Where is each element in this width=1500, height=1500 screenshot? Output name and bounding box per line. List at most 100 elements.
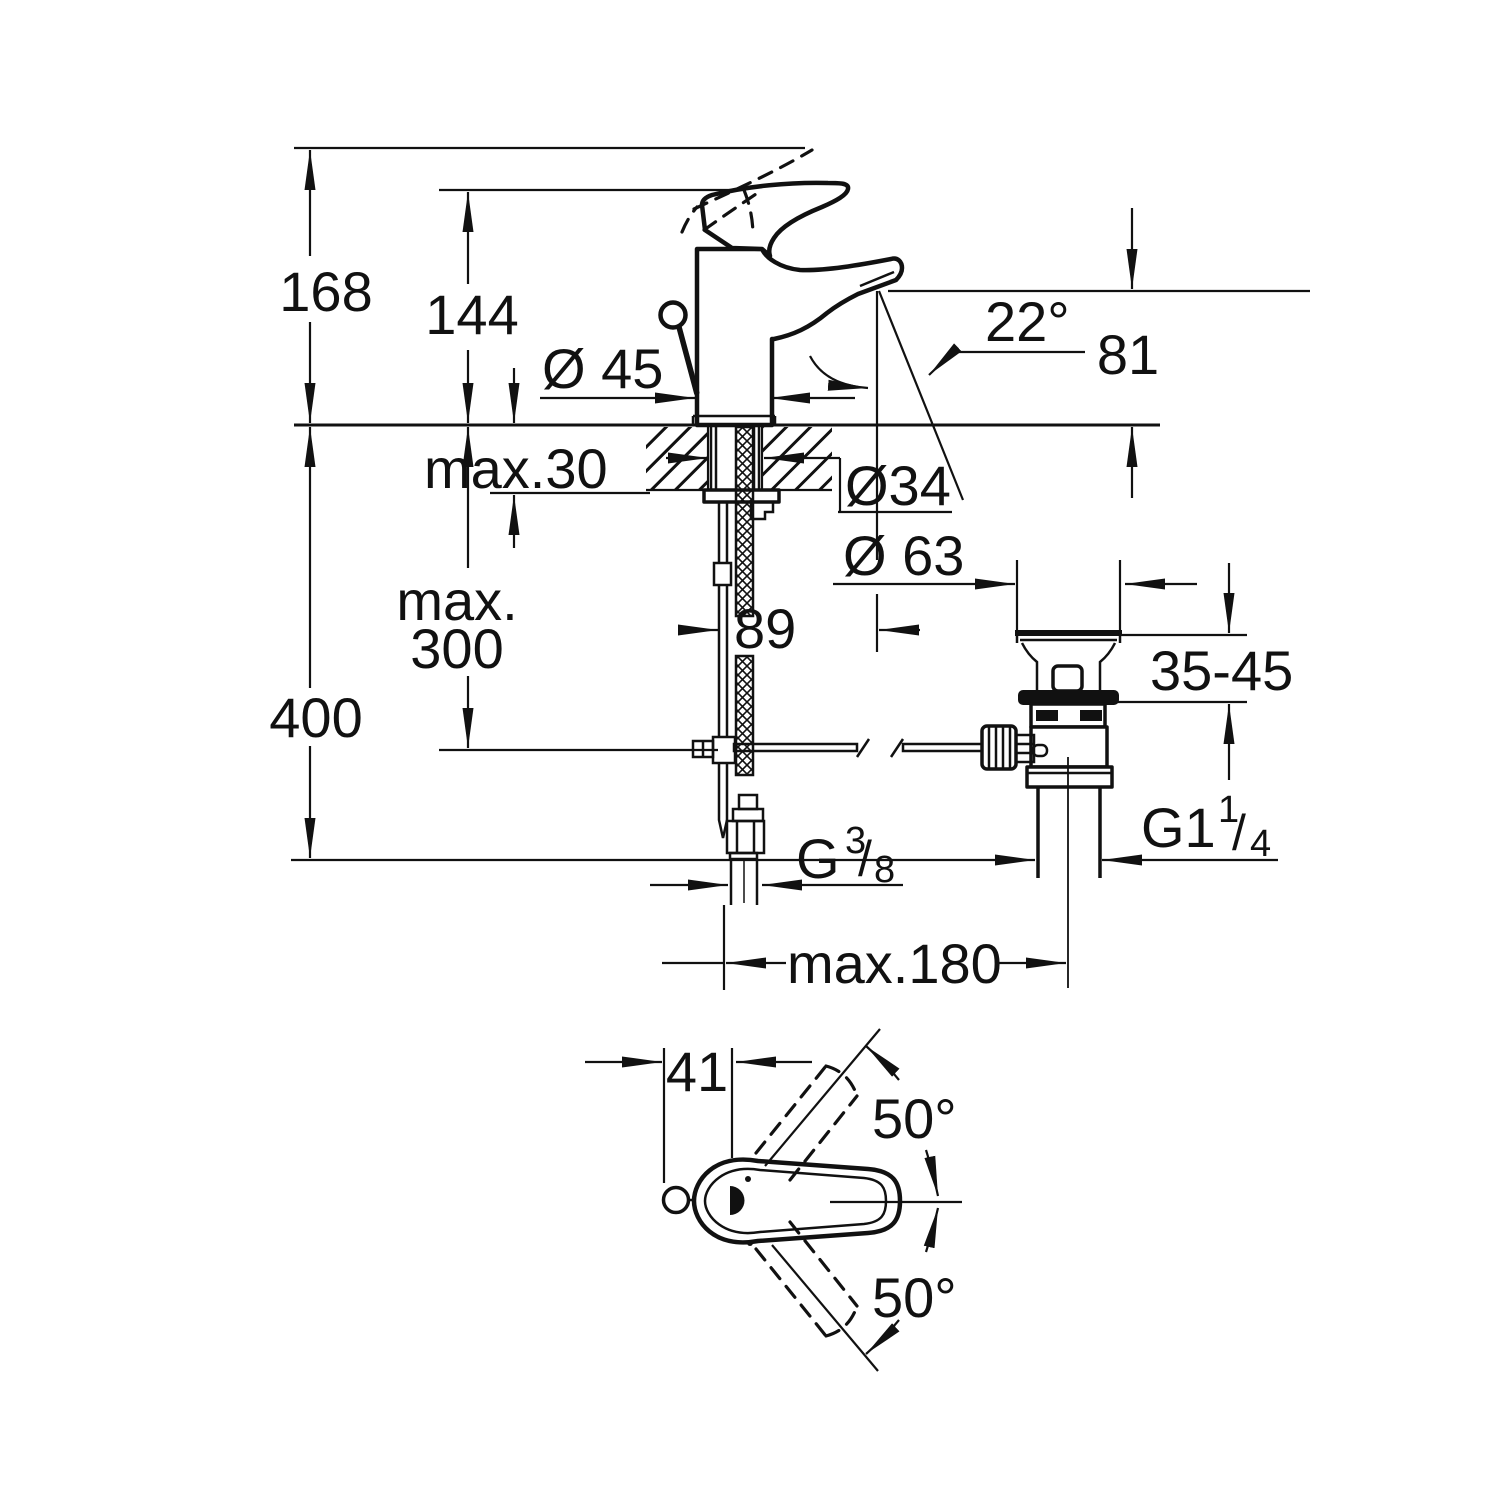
mounting-nut <box>749 500 775 521</box>
pull-rod-upper <box>676 326 700 395</box>
dim-400: 400 <box>269 427 363 858</box>
label-g38-slash: / <box>858 831 872 887</box>
dim-max300: max. 300 <box>396 427 518 748</box>
pull-rod-knob <box>658 300 688 330</box>
swing-up-leg <box>764 1028 881 1167</box>
label-g38-sub: 8 <box>874 849 895 891</box>
label-max: max. <box>396 569 517 632</box>
dim-144: 144 <box>425 192 519 423</box>
seal-flange <box>1018 690 1119 705</box>
label-50deg-up: 50° <box>872 1087 957 1150</box>
rod-break-mark-2 <box>889 738 905 758</box>
label-35-45: 35-45 <box>1150 639 1293 702</box>
waste-collar <box>1025 765 1114 789</box>
hose-connector <box>725 793 766 861</box>
plug-stem <box>1051 664 1084 693</box>
waste-body <box>1029 725 1109 769</box>
dim-35-45: 35-45 <box>1117 563 1293 780</box>
swing-down-edge-2 <box>788 1220 859 1308</box>
label-max180: max.180 <box>787 932 1002 995</box>
label-d63: Ø 63 <box>843 524 964 587</box>
faucet-handle-outline <box>699 180 851 259</box>
aerator-face-line <box>859 270 895 288</box>
hose-lower <box>734 654 755 777</box>
overflow-slot-right <box>1080 710 1102 721</box>
handle-inner-outline <box>703 1167 888 1235</box>
hose-upper <box>734 425 755 618</box>
detail-dot-top <box>745 1176 751 1182</box>
overflow-slot-left <box>1036 710 1058 721</box>
dim-g38: G 3 / 8 <box>650 820 903 891</box>
arc-up-outer <box>865 1045 900 1081</box>
side-view: 168 144 400 max. 300 max.30 <box>269 146 1310 995</box>
label-300: 300 <box>410 617 503 680</box>
faucet <box>658 148 965 652</box>
label-400: 400 <box>269 686 362 749</box>
stream-angle-line <box>877 290 965 501</box>
rod-coupler <box>712 561 733 587</box>
label-g114-sub: 4 <box>1250 823 1271 865</box>
pull-rod-knob-top-view <box>661 1185 691 1215</box>
drain-assembly <box>980 630 1122 988</box>
installation-parts <box>691 425 986 905</box>
swing-up-edge-2 <box>788 1094 859 1182</box>
label-144: 144 <box>425 283 518 346</box>
label-168: 168 <box>279 260 372 323</box>
label-22deg: 22° <box>985 290 1070 353</box>
ball-joint-pin <box>1031 743 1049 758</box>
dim-41: 41 <box>585 1040 812 1183</box>
label-max30: max.30 <box>424 437 608 500</box>
label-g38-base: G <box>796 827 840 890</box>
label-89: 89 <box>734 597 796 660</box>
swing-down-leg <box>771 1244 879 1372</box>
rod-break-mark-1 <box>855 738 871 758</box>
dimensions: 168 144 400 max. 300 max.30 <box>269 150 1293 995</box>
detail-dot-bottom <box>747 1240 753 1246</box>
angle-arc <box>809 355 869 391</box>
linkage-knob <box>980 724 1049 771</box>
horizontal-pop-up-linkage <box>732 738 986 758</box>
dim-max180: max.180 <box>662 905 1066 995</box>
spout-angle-construction <box>809 290 965 652</box>
dim-81: 81 <box>1097 208 1159 498</box>
label-d45: Ø 45 <box>542 337 663 400</box>
linkage-rod-left <box>732 742 859 753</box>
swing-down-cap <box>824 1304 859 1338</box>
dim-d63: Ø 63 <box>833 524 1197 631</box>
handle-swing-dashed <box>754 1064 859 1338</box>
label-50deg-down: 50° <box>872 1266 957 1329</box>
faucet-base-plate <box>691 414 777 425</box>
dim-168: 168 <box>279 150 373 423</box>
label-g114-slash: / <box>1232 805 1246 861</box>
arc-down-outer <box>865 1319 900 1355</box>
handle-top-view <box>661 1157 903 1246</box>
cap-neck-right <box>1098 642 1117 691</box>
dim-22deg: 22° <box>928 290 1085 376</box>
dim-d45: Ø 45 <box>540 337 855 404</box>
label-g114-sup: 1 <box>1218 789 1239 831</box>
label-g114-base: G1 <box>1141 796 1216 859</box>
faucet-body-spout-outline <box>694 246 905 428</box>
swing-down-edge-1 <box>754 1247 828 1338</box>
reference-lines <box>291 146 1310 866</box>
arc-up-inner <box>924 1149 940 1197</box>
linkage-rod-right <box>901 742 986 753</box>
label-g38-sup: 3 <box>845 820 866 862</box>
label-41: 41 <box>666 1040 728 1103</box>
label-81: 81 <box>1097 323 1159 386</box>
arc-down-inner <box>923 1207 940 1253</box>
swing-up-cap <box>824 1064 859 1098</box>
pop-up-pull-rod <box>691 502 737 839</box>
dim-max30: max.30 <box>424 368 608 548</box>
swing-up-edge-1 <box>754 1064 828 1155</box>
cap-neck-left <box>1020 642 1039 691</box>
cartridge-marker <box>730 1186 745 1215</box>
dim-g114: G1 1 / 4 <box>1102 789 1278 866</box>
swing-angle-construction <box>764 1028 962 1372</box>
dim-d34: Ø34 <box>666 452 952 517</box>
rod-lower-tip <box>717 763 729 839</box>
top-view: 41 50° 50° <box>585 1028 962 1372</box>
handle-raised-dashed <box>680 148 814 238</box>
